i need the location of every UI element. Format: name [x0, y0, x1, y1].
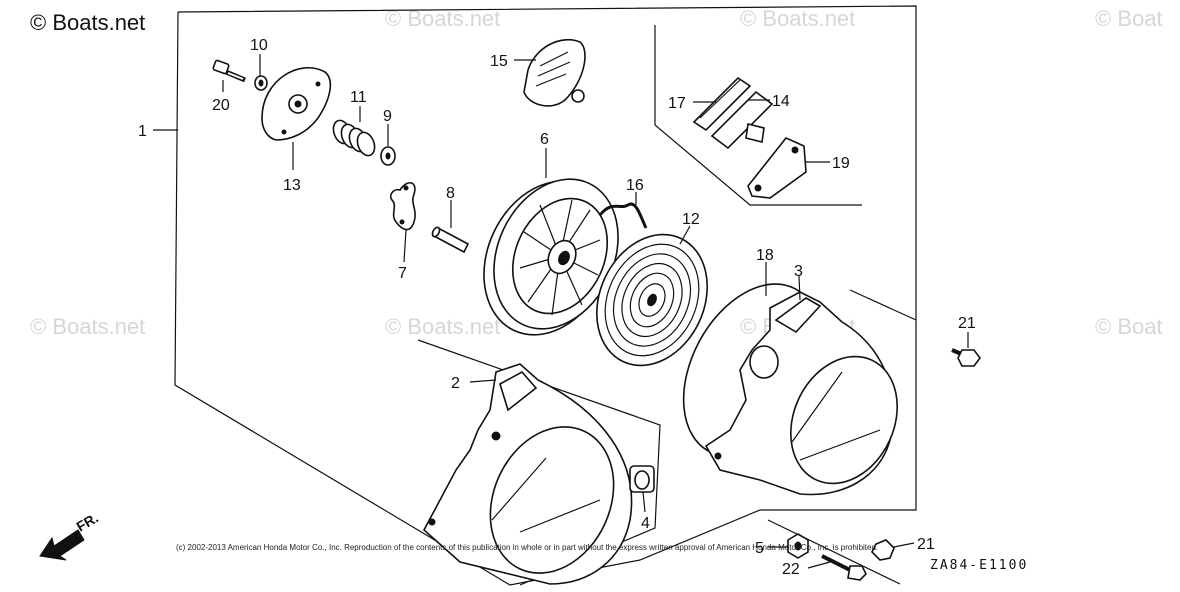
callout-22: 22: [782, 561, 800, 578]
part-starter-grip-15: [523, 38, 586, 107]
callout-21: 21: [958, 315, 976, 332]
part-bolt-21: [951, 348, 981, 367]
watermark-top-left: © Boats.net: [30, 10, 145, 35]
callout-7: 7: [398, 265, 407, 282]
leader-lines: [153, 54, 969, 569]
watermark: © Boat: [1095, 6, 1163, 31]
part-bolt-21-lower: [871, 539, 895, 561]
part-starter-case-3: [704, 291, 899, 496]
callout-12: 12: [682, 211, 700, 228]
part-bolt-20: [212, 59, 246, 83]
watermark: © Boat: [1095, 314, 1163, 339]
part-friction-plate-13: [261, 67, 332, 141]
callout-20: 20: [212, 97, 230, 114]
callout-2: 2: [451, 375, 460, 392]
watermark: © Boats.net: [30, 314, 145, 339]
part-grip-14: [710, 90, 774, 150]
assembly-line: [767, 519, 901, 585]
callout-19: 19: [832, 155, 850, 172]
callout-21: 21: [917, 536, 935, 553]
callout-15: 15: [490, 53, 508, 70]
part-grip-bracket-19: [747, 137, 807, 199]
watermark: © Boats.net: [385, 314, 500, 339]
callout-4: 4: [641, 515, 650, 532]
part-washer-9: [380, 146, 396, 166]
callout-17: 17: [668, 95, 686, 112]
part-grip-17: [692, 76, 752, 132]
callout-5: 5: [755, 540, 764, 557]
part-reel-6: [483, 178, 619, 336]
part-ratchet-7: [389, 182, 416, 231]
part-collar-4: [629, 465, 655, 493]
part-fan-cover-2: [422, 363, 633, 585]
callout-9: 9: [383, 108, 392, 125]
callout-18: 18: [756, 247, 774, 264]
callout-16: 16: [626, 177, 644, 194]
callout-11: 11: [350, 89, 367, 106]
callout-13: 13: [283, 177, 301, 194]
part-rope-16: [598, 202, 648, 229]
part-washer-10: [254, 75, 268, 91]
part-spring-11: [332, 119, 376, 157]
watermark: © Boats.net: [740, 6, 855, 31]
part-pin-8: [431, 226, 470, 254]
callout-14: 14: [772, 93, 790, 110]
callout-8: 8: [446, 185, 455, 202]
part-recoil-spring-12: [596, 233, 708, 367]
callout-6: 6: [540, 131, 549, 148]
callout-1: 1: [138, 123, 147, 140]
front-direction-arrow: FR.: [39, 509, 101, 561]
callout-10: 10: [250, 37, 268, 54]
diagram-code: ZA84-E1100: [930, 558, 1028, 573]
part-bolt-22: [821, 554, 867, 581]
callout-3: 3: [794, 263, 803, 280]
copyright-notice: (c) 2002-2013 American Honda Motor Co., …: [176, 543, 878, 552]
